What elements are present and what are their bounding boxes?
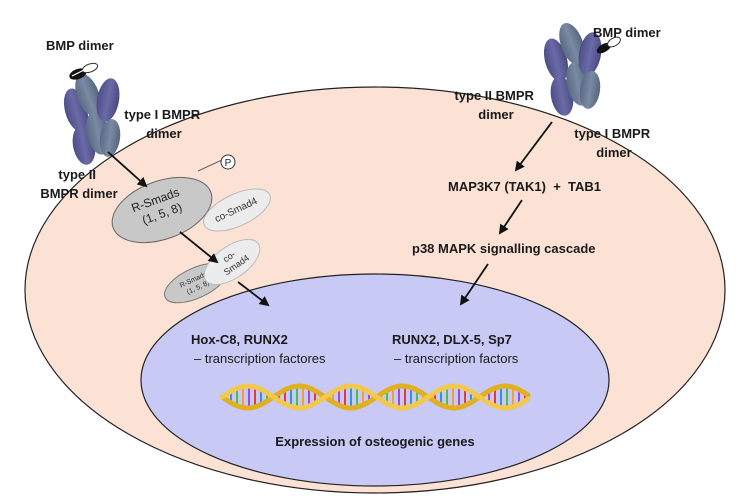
right-tf-bold-label: RUNX2, DLX-5, Sp7 xyxy=(392,332,512,347)
arrow-rsmads-to-complex xyxy=(179,231,219,264)
nucleus xyxy=(140,273,610,487)
map3k7-label: MAP3K7 (TAK1) + TAB1 xyxy=(448,179,601,194)
complex-cosmad4-oval xyxy=(203,238,261,286)
arrow-receptor-to-rsmads xyxy=(107,151,148,188)
arrow-map3k7-to-p38 xyxy=(498,199,523,235)
right-receptor-complex xyxy=(543,22,621,116)
phospho-link xyxy=(197,159,223,172)
phosphate-circle xyxy=(220,154,236,170)
left-bmp-dimer-label: BMP dimer xyxy=(46,38,114,53)
rsmads-oval xyxy=(111,176,213,244)
left-type2-label: type II BMPR dimer xyxy=(40,167,117,201)
expression-label: Expression of osteogenic genes xyxy=(275,434,474,449)
cosmad4-oval xyxy=(203,188,271,232)
left-type1-label: type I BMPR dimer xyxy=(124,107,203,141)
left-tf-bold-label: Hox-C8, RUNX2 xyxy=(191,332,288,347)
arrow-p38-to-nucleus xyxy=(459,263,489,306)
right-tf-sub-label: – transcription factors xyxy=(394,351,519,366)
right-type2-label: type II BMPR dimer xyxy=(454,88,537,122)
left-receptor-complex xyxy=(63,62,121,165)
dna-helix xyxy=(219,383,531,411)
left-tf-sub-label: – transcription factores xyxy=(194,351,326,366)
phosphate-label: P xyxy=(225,158,232,169)
arrow-receptor-to-map3k7 xyxy=(514,121,553,172)
right-type1-label: type I BMPR dimer xyxy=(574,126,653,160)
p38-label: p38 MAPK signalling cascade xyxy=(412,241,596,256)
dna-backbone xyxy=(219,383,531,411)
right-bmp-dimer-label: BMP dimer xyxy=(593,25,661,40)
arrow-complex-to-nucleus xyxy=(237,281,270,307)
